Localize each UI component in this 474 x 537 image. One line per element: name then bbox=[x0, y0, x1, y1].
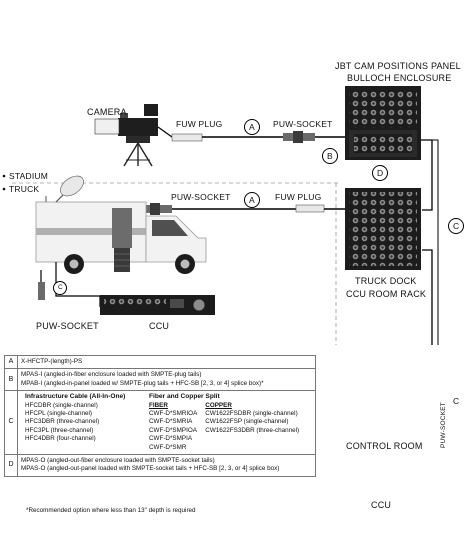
legend-c-infra-item: HFC3PL (three-channel) bbox=[25, 426, 94, 434]
legend-b-line1: MPAS-I (angled-in-fiber enclosure loaded… bbox=[21, 371, 202, 379]
legend-c-fiber-item: CWF-D*SMPIA bbox=[149, 435, 193, 443]
legend-row-b: B MPAS-I (angled-in-fiber enclosure load… bbox=[4, 368, 316, 392]
panel-title-line2: BULLOCH ENCLOSURE bbox=[347, 73, 452, 83]
production-truck bbox=[35, 175, 207, 274]
legend-key-b: B bbox=[4, 368, 18, 392]
legend-c-copper-item: CW1622FSDBR (single-channel) bbox=[205, 410, 298, 418]
truck-dock-label-line1: TRUCK DOCK bbox=[355, 276, 417, 286]
legend-c-fiber-head: FIBER bbox=[149, 401, 168, 409]
legend-c-fiber-item: CWF-D*SMRIA bbox=[149, 418, 193, 426]
system-diagram bbox=[2, 86, 464, 345]
legend-c-infra-item: HFCPL (single-channel) bbox=[25, 410, 92, 418]
puw-socket-label-top: PUW-SOCKET bbox=[273, 119, 333, 129]
truck-label: TRUCK bbox=[9, 184, 40, 194]
legend-c-fiber-item: CWF-D*SMR bbox=[149, 443, 187, 451]
camera bbox=[94, 104, 158, 167]
camera-label: CAMERA bbox=[87, 107, 127, 117]
footnote: *Recommended option where less than 13" … bbox=[26, 507, 196, 514]
legend-text-c: Infrastructure Cable (All-In-One) HFCDBR… bbox=[17, 390, 316, 456]
legend-text-b: MPAS-I (angled-in-fiber enclosure loaded… bbox=[17, 368, 316, 392]
ccu-bottom-label: CCU bbox=[371, 500, 392, 510]
marker-b: B bbox=[327, 151, 333, 161]
legend-c-copper-item: CW1622FS3DBR (three-channel) bbox=[205, 426, 300, 434]
legend-text-d: MPAS-O (angled-out-fiber enclosure loade… bbox=[17, 454, 316, 477]
fuw-plug-label-top: FUW PLUG bbox=[176, 119, 223, 129]
puw-socket-label-vertical: PUW-SOCKET bbox=[440, 402, 447, 448]
legend-d-line1: MPAS-O (angled-out-fiber enclosure loade… bbox=[21, 457, 215, 465]
legend-key-d: D bbox=[4, 454, 18, 477]
marker-c-truck: C bbox=[58, 284, 63, 291]
legend-c-copper-head: COPPER bbox=[205, 401, 232, 409]
legend-c-split-title: Fiber and Copper Split bbox=[149, 393, 220, 401]
trunk-cable-right bbox=[421, 139, 439, 345]
legend-row-c: C Infrastructure Cable (All-In-One) HFCD… bbox=[4, 390, 316, 456]
marker-circles bbox=[53, 119, 464, 295]
ccu-truck-unit bbox=[100, 295, 215, 315]
panel-title-line1: JBT CAM POSITIONS PANEL bbox=[335, 61, 461, 71]
jbt-cam-positions-panel bbox=[345, 86, 421, 160]
legend-c-fiber-item: CWF-D*SMRIOA bbox=[149, 410, 198, 418]
legend-c-infra-title: Infrastructure Cable (All-In-One) bbox=[25, 393, 126, 401]
legend-c-copper-item: CW1622FSP (single-channel) bbox=[205, 418, 289, 426]
legend-d-line2: MPAS-O (angled-out-panel loaded with SMP… bbox=[21, 465, 280, 473]
legend-c-infra-item: HFCDBR (single-channel) bbox=[25, 401, 98, 409]
truck-dock-rack bbox=[345, 188, 421, 270]
marker-d: D bbox=[377, 168, 384, 178]
stadium-label: STADIUM bbox=[9, 171, 49, 181]
truck-cable bbox=[140, 203, 345, 215]
legend-row-a: A X-HFCTP-(length)-PS bbox=[4, 354, 316, 370]
legend-c-infra-item: HFC4DBR (four-channel) bbox=[25, 435, 96, 443]
fuw-plug-label-mid: FUW PLUG bbox=[275, 192, 322, 202]
control-room-label: CONTROL ROOM bbox=[346, 441, 423, 451]
legend-row-d: D MPAS-O (angled-out-fiber enclosure loa… bbox=[4, 454, 316, 477]
legend-key-c: C bbox=[4, 390, 18, 456]
marker-a-top: A bbox=[249, 122, 255, 132]
zone-divider bbox=[2, 174, 340, 345]
marker-a-mid: A bbox=[249, 195, 255, 205]
marker-c-right: C bbox=[453, 221, 460, 231]
legend-b-line2: MPAB-I (angled-in-panel loaded w/ SMPTE-… bbox=[21, 379, 264, 387]
marker-c-bottom: C bbox=[453, 396, 460, 406]
ccu-truck-label: CCU bbox=[149, 321, 170, 331]
camera-cable bbox=[157, 126, 345, 143]
legend-key-a: A bbox=[4, 354, 18, 370]
puw-socket-label-bottom: PUW-SOCKET bbox=[36, 321, 99, 331]
legend-text-a: X-HFCTP-(length)-PS bbox=[17, 354, 316, 370]
puw-socket-label-mid: PUW-SOCKET bbox=[171, 192, 231, 202]
truck-dock-label-line2: CCU ROOM RACK bbox=[346, 289, 427, 299]
legend-c-infra-item: HFC3DBR (three-channel) bbox=[25, 418, 100, 426]
legend-table: A X-HFCTP-(length)-PS B MPAS-I (angled-i… bbox=[4, 354, 316, 477]
legend-c-fiber-item: CWF-D*SMPIOA bbox=[149, 426, 197, 434]
